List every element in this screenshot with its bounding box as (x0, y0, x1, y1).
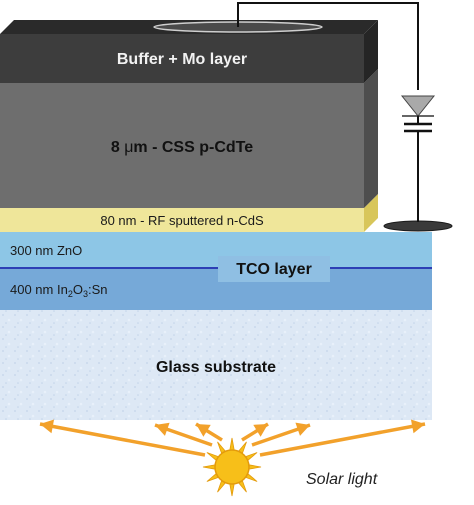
glass-substrate-layer (0, 310, 432, 420)
label-ito: 400 nm In2O3:Sn (10, 282, 108, 299)
label-zno: 300 nm ZnO (10, 243, 82, 258)
light-ray-arrowhead-4 (253, 424, 268, 437)
bottom-contact (383, 220, 453, 232)
sun-ray (229, 483, 235, 497)
label-cds: 80 nm - RF sputtered n-CdS (100, 213, 264, 228)
tco-label-box (218, 256, 330, 282)
diode-icon (400, 95, 436, 117)
sun-ray (202, 464, 216, 470)
light-ray-arrowhead-1 (40, 419, 55, 434)
ito-layer (0, 269, 432, 310)
cdte-side-face (364, 69, 378, 208)
light-ray-arrowhead-3 (196, 424, 211, 437)
light-ray-1 (39, 422, 206, 457)
cds-side-face (364, 194, 378, 232)
buffer-side-face (364, 20, 378, 83)
sun-icon (202, 437, 262, 497)
light-ray-arrowhead-2 (155, 422, 170, 436)
label-tco: TCO layer (236, 261, 312, 278)
cds-layer (0, 208, 364, 232)
label-cdte: 8 μm - CSS p-CdTe (111, 139, 253, 156)
light-rays (39, 419, 426, 457)
light-ray-6 (259, 422, 426, 457)
light-ray-arrowhead-6 (410, 419, 425, 434)
sun-ray (229, 437, 235, 451)
circuit-wire (237, 2, 419, 90)
label-glass: Glass substrate (156, 359, 276, 376)
label-solar-light: Solar light (306, 471, 378, 488)
cdte-layer (0, 83, 364, 208)
zno-layer (0, 232, 432, 269)
light-ray-arrowhead-5 (295, 422, 310, 436)
sun-ray (248, 464, 262, 470)
buffer-layer (0, 34, 364, 83)
label-buffer: Buffer + Mo layer (117, 51, 247, 68)
